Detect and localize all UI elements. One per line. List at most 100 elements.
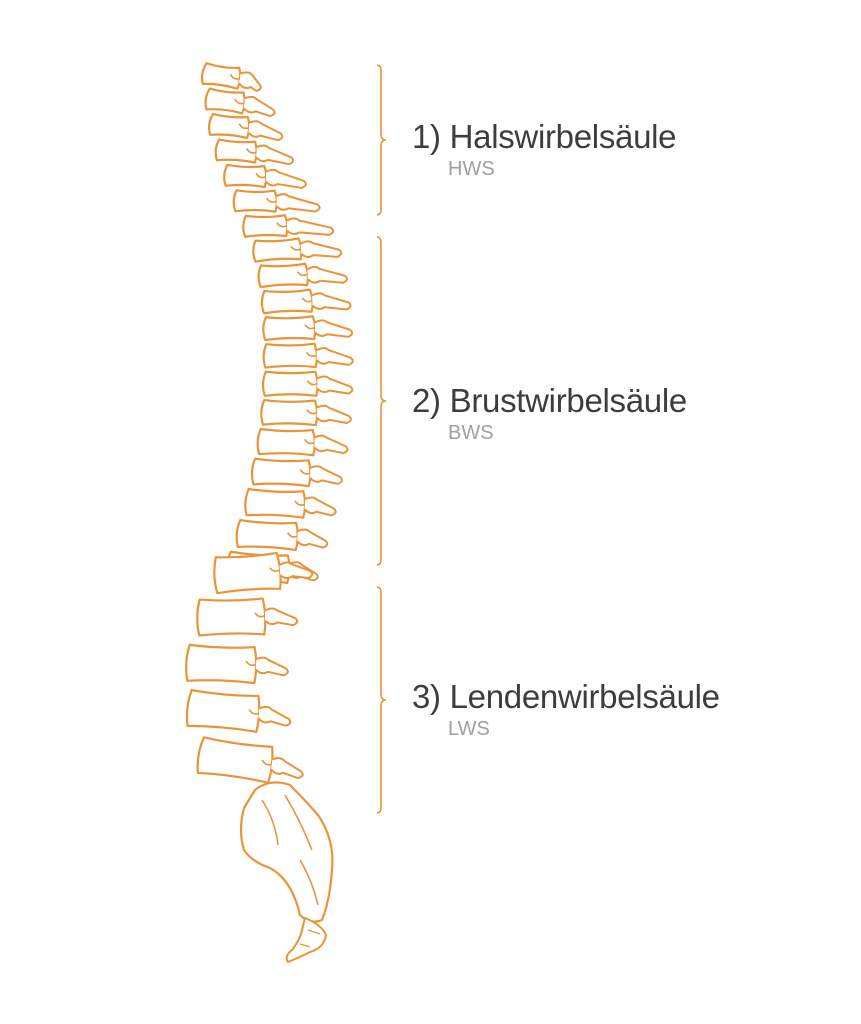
- section-lumbar: 3) Lendenwirbelsäule LWS: [412, 678, 720, 741]
- facet-joint: [306, 409, 318, 415]
- vertebra: [252, 237, 343, 263]
- vertebra: [214, 138, 295, 166]
- spinous-process: [247, 120, 284, 142]
- vertebra: [260, 398, 352, 427]
- vertebral-body: [235, 518, 299, 552]
- facet-joint: [296, 271, 309, 277]
- coccyx-segments: [299, 929, 321, 948]
- sacrum-detail: [261, 794, 319, 906]
- vertebra: [204, 87, 276, 118]
- spinous-process: [270, 757, 304, 780]
- section-title: 3) Lendenwirbelsäule: [412, 678, 720, 715]
- section-abbr: HWS: [448, 158, 495, 180]
- spinous-process: [238, 71, 262, 92]
- vertebra: [242, 214, 335, 238]
- spinous-process: [311, 292, 352, 311]
- vertebra: [213, 551, 314, 595]
- facet-joint: [254, 612, 266, 618]
- vertebra: [262, 315, 354, 342]
- sacrum: [239, 781, 334, 923]
- spinous-process: [313, 434, 349, 455]
- facet-joint: [234, 98, 245, 105]
- vertebra: [200, 62, 262, 92]
- coccyx: [285, 917, 327, 963]
- spinous-process: [279, 561, 314, 580]
- vertebra: [185, 689, 292, 733]
- spinous-process: [303, 496, 337, 517]
- vertebral-body: [260, 288, 314, 315]
- vertebral-body: [200, 62, 242, 90]
- spinous-process: [306, 265, 348, 284]
- spinous-process: [275, 193, 321, 213]
- facet-joint: [304, 324, 316, 330]
- spinous-process: [255, 656, 289, 677]
- facet-joint: [269, 567, 281, 573]
- section-abbr: BWS: [448, 422, 494, 444]
- vertebral-body: [242, 214, 289, 238]
- spinous-process: [315, 347, 354, 366]
- vertebra: [208, 112, 284, 142]
- spinous-process: [314, 319, 354, 338]
- spinous-process: [309, 465, 344, 485]
- spinous-process: [316, 404, 352, 424]
- brace-lumbar: [376, 586, 387, 814]
- spinous-process: [286, 217, 335, 236]
- vertebral-body: [214, 138, 258, 164]
- facet-joint: [299, 469, 311, 475]
- vertebral-body: [196, 597, 267, 637]
- brace-cervical: [376, 64, 387, 216]
- vertebra: [196, 736, 304, 784]
- vertebral-body: [204, 87, 246, 115]
- vertebral-body: [208, 112, 251, 140]
- vertebra: [256, 427, 349, 457]
- facet-joint: [286, 532, 298, 538]
- facet-joint: [306, 380, 318, 386]
- spinous-process: [300, 240, 343, 258]
- vertebra: [257, 262, 348, 289]
- vertebra: [261, 370, 354, 397]
- vertebra: [196, 597, 299, 637]
- vertebral-body: [261, 370, 319, 397]
- vertebral-body: [252, 237, 303, 263]
- vertebral-body: [257, 262, 310, 289]
- spinous-process: [265, 168, 307, 189]
- spinous-process: [243, 95, 276, 118]
- vertebra: [244, 487, 337, 519]
- facet-joint: [229, 73, 241, 80]
- spinous-process: [257, 705, 292, 727]
- facet-joint: [290, 245, 302, 251]
- vertebra: [232, 189, 321, 213]
- vertebra: [185, 643, 289, 685]
- section-title: 2) Brustwirbelsäule: [412, 382, 687, 419]
- vertebra: [262, 342, 354, 369]
- vertebral-body: [244, 487, 307, 519]
- vertebra: [223, 163, 307, 189]
- facet-joint: [248, 708, 260, 715]
- facet-joint: [265, 197, 277, 203]
- vertebral-body: [232, 189, 278, 213]
- facet-joint: [301, 297, 313, 303]
- vertebral-body: [250, 457, 312, 488]
- vertebra: [250, 457, 344, 488]
- section-thoracic: 2) Brustwirbelsäule BWS: [412, 382, 687, 445]
- brace-thoracic: [376, 236, 387, 566]
- vertebral-body: [256, 427, 316, 457]
- facet-joint: [245, 660, 257, 667]
- section-abbr: LWS: [448, 718, 490, 740]
- facet-joint: [294, 500, 306, 506]
- vertebral-body: [185, 643, 258, 685]
- vertebral-body: [213, 551, 282, 595]
- vertebral-body: [223, 163, 268, 189]
- spinous-process: [255, 144, 295, 166]
- facet-joint: [303, 438, 315, 445]
- facet-joint: [255, 172, 267, 179]
- section-title: 1) Halswirbelsäule: [412, 118, 677, 155]
- facet-joint: [245, 148, 257, 154]
- spinous-process: [296, 528, 329, 549]
- spinous-process: [264, 607, 299, 627]
- spinous-process: [316, 375, 354, 395]
- facet-joint: [305, 351, 317, 357]
- vertebral-body: [185, 689, 261, 733]
